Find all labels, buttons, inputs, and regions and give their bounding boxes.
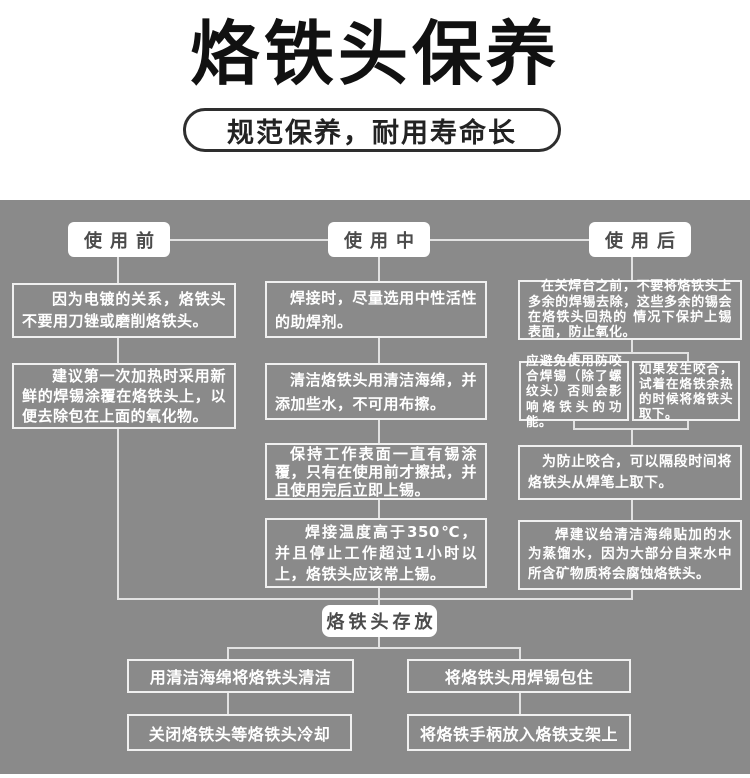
stage-header-during: 使用中 xyxy=(328,222,430,257)
connector-line xyxy=(378,257,380,281)
storage-box-1: 用清洁海绵将烙铁头清洁 xyxy=(127,659,354,693)
connector-line xyxy=(631,500,633,520)
connector-line xyxy=(631,257,633,280)
flow-box-text: 清洁烙铁头用清洁海绵，并添加些水，不可用布擦。 xyxy=(275,370,477,413)
connector-line xyxy=(227,693,229,714)
flow-box-text: 焊接时，尽量选用中性活性的助焊剂。 xyxy=(275,288,477,331)
connector-line xyxy=(378,420,380,443)
flow-box-after-2b: 如果发生咬合，试着在烙铁余热的时候将烙铁头取下。 xyxy=(632,361,740,421)
storage-box-2: 将烙铁头用焊锡包住 xyxy=(407,659,631,693)
flow-box-text: 因为电镀的关系，烙铁头不要用刀锉或磨削烙铁头。 xyxy=(22,289,226,330)
flow-box-before-2: 建议第一次加热时采用新鲜的焊锡涂覆在烙铁头上，以便去除包在上面的氧化物。 xyxy=(12,363,236,429)
flow-box-text: 将烙铁手柄放入烙铁支架上 xyxy=(419,724,618,744)
flow-box-text: 应避免使用防咬合焊锡（除了螺纹头）否则会影响烙铁头的功能。 xyxy=(526,352,622,429)
connector-line xyxy=(117,257,119,283)
flow-box-text: 为防止咬合，可以隔段时间将烙铁头从焊笔上取下。 xyxy=(528,453,732,491)
flow-box-during-1: 焊接时，尽量选用中性活性的助焊剂。 xyxy=(265,281,487,338)
connector-line xyxy=(573,352,689,354)
flow-box-text: 在关焊台之前，不要将烙铁头上多余的焊锡去除，这些多余的锡会在烙铁头回热的 情况下… xyxy=(528,279,732,341)
connector-line xyxy=(117,598,633,600)
flow-box-text: 将烙铁头用焊锡包住 xyxy=(444,668,594,687)
flow-box-after-1: 在关焊台之前，不要将烙铁头上多余的焊锡去除，这些多余的锡会在烙铁头回热的 情况下… xyxy=(518,279,742,341)
flow-box-text: 如果发生咬合，试着在烙铁余热的时候将烙铁头取下。 xyxy=(639,360,733,422)
connector-line xyxy=(631,428,633,445)
flow-box-before-1: 因为电镀的关系，烙铁头不要用刀锉或磨削烙铁头。 xyxy=(12,283,236,338)
connector-line xyxy=(378,637,380,648)
flow-box-after-3: 为防止咬合，可以隔段时间将烙铁头从焊笔上取下。 xyxy=(518,445,742,500)
connector-line xyxy=(573,421,575,430)
connector-line xyxy=(227,647,521,649)
storage-header: 烙铁头存放 xyxy=(322,605,437,637)
flow-box-text: 用清洁海绵将烙铁头清洁 xyxy=(149,668,332,687)
connector-line xyxy=(227,647,229,659)
connector-line xyxy=(430,239,589,241)
flow-box-during-3: 保持工作表面一直有锡涂覆，只有在使用前才擦拭，并且使用完后立即上锡。 xyxy=(265,443,487,500)
flow-box-text: 焊建议给清洁海绵贴加的水为蒸馏水，因为大部分自来水中所含矿物质将会腐蚀烙铁头。 xyxy=(528,526,732,582)
stage-header-before: 使用前 xyxy=(68,222,170,257)
connector-line xyxy=(687,421,689,430)
storage-box-4: 将烙铁手柄放入烙铁支架上 xyxy=(407,714,631,751)
connector-line xyxy=(687,352,689,361)
flow-box-text: 保持工作表面一直有锡涂覆，只有在使用前才擦拭，并且使用完后立即上锡。 xyxy=(275,444,477,499)
connector-line xyxy=(631,590,633,599)
main-title: 烙铁头保养 xyxy=(190,13,560,95)
storage-box-3: 关闭烙铁头等烙铁头冷却 xyxy=(127,714,352,751)
flow-box-after-4: 焊建议给清洁海绵贴加的水为蒸馏水，因为大部分自来水中所含矿物质将会腐蚀烙铁头。 xyxy=(518,520,742,590)
connector-line xyxy=(519,693,521,714)
connector-line xyxy=(117,338,119,363)
flow-box-text: 关闭烙铁头等烙铁头冷却 xyxy=(148,724,331,744)
flow-box-during-4: 焊接温度高于350℃，并且停止工作超过1小时以上，烙铁头应该常上锡。 xyxy=(265,518,487,588)
subtitle-pill: 规范保养，耐用寿命长 xyxy=(183,108,561,152)
flow-panel xyxy=(0,200,750,774)
stage-header-after: 使用后 xyxy=(589,222,691,257)
flow-box-text: 焊接温度高于350℃，并且停止工作超过1小时以上，烙铁头应该常上锡。 xyxy=(275,522,477,583)
connector-line xyxy=(519,647,521,659)
connector-line xyxy=(573,352,575,361)
connector-line xyxy=(378,500,380,518)
connector-line xyxy=(378,338,380,363)
connector-line xyxy=(631,340,633,352)
flow-box-during-2: 清洁烙铁头用清洁海绵，并添加些水，不可用布擦。 xyxy=(265,363,487,420)
flow-box-after-2a: 应避免使用防咬合焊锡（除了螺纹头）否则会影响烙铁头的功能。 xyxy=(519,353,629,429)
connector-line xyxy=(170,239,328,241)
connector-line xyxy=(117,429,119,598)
connector-line xyxy=(378,588,380,606)
flow-box-text: 建议第一次加热时采用新鲜的焊锡涂覆在烙铁头上，以便去除包在上面的氧化物。 xyxy=(22,366,226,426)
